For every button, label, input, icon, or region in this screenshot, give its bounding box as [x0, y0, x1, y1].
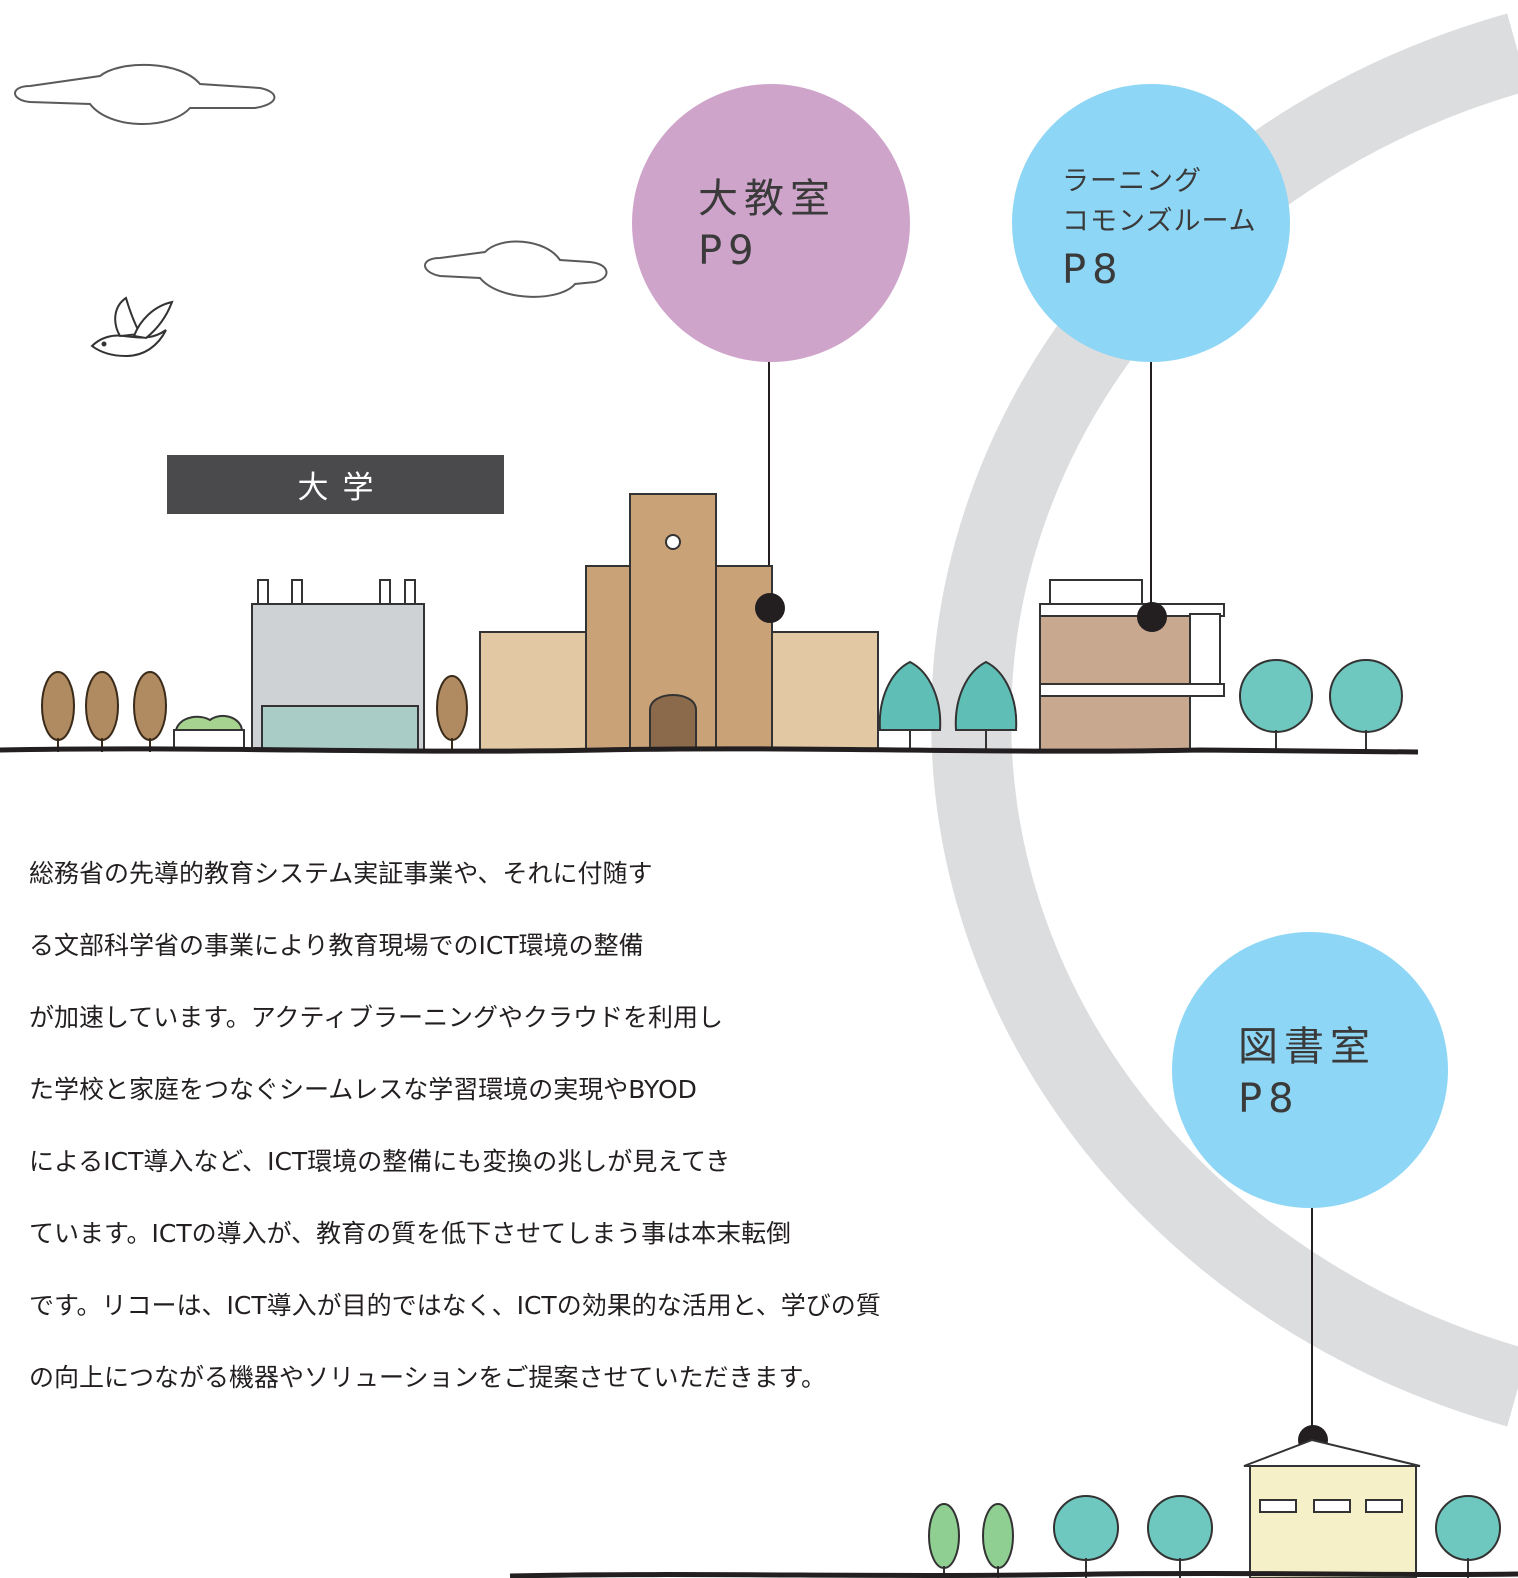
tree-icon	[878, 660, 1018, 752]
building-icon	[1039, 579, 1225, 751]
library-page: P8	[1238, 1076, 1300, 1122]
learning-commons-title-line1: ラーニング	[1062, 166, 1202, 197]
lecture-hall-page: P9	[698, 228, 760, 274]
body-paragraph: 総務省の先導的教育システム実証事業や、それに付随す る文部科学省の事業により教育…	[29, 859, 881, 1392]
bird-icon	[90, 296, 174, 358]
cloud-icon	[14, 63, 276, 125]
hedge-icon	[173, 714, 245, 751]
tree-icon	[41, 671, 468, 752]
building-icon	[479, 493, 879, 751]
tree-icon	[1239, 659, 1403, 752]
location-bubble-lecture-hall[interactable]: 大教室 P9	[632, 84, 910, 362]
learning-commons-title-line2: コモンズルーム	[1062, 206, 1257, 237]
lecture-hall-title: 大教室	[698, 176, 836, 222]
library-title: 図書室	[1238, 1024, 1376, 1070]
cloud-icon	[424, 240, 608, 298]
category-label: 大学	[167, 455, 504, 514]
ground-line	[0, 746, 1419, 755]
ground-line	[509, 1570, 1518, 1578]
building-icon	[251, 579, 425, 751]
learning-commons-page: P8	[1062, 247, 1124, 293]
connector-dot	[755, 593, 785, 623]
library-building-icon	[1243, 1438, 1421, 1578]
tree-icon	[928, 1495, 1501, 1578]
location-bubble-library[interactable]: 図書室 P8	[1172, 932, 1448, 1208]
location-bubble-learning-commons[interactable]: ラーニング コモンズルーム P8	[1012, 84, 1290, 362]
connector-dot	[1137, 602, 1167, 632]
